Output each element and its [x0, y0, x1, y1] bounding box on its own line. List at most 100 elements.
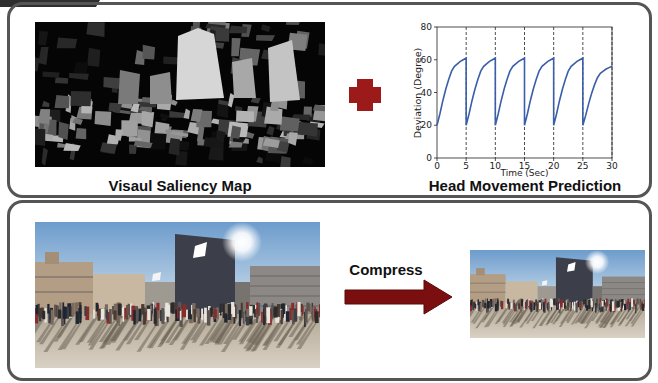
tick [434, 59, 437, 60]
saliency-cell [216, 130, 226, 143]
saliency-cell [263, 138, 280, 148]
saliency-cells [35, 22, 325, 167]
saliency-cell [236, 110, 254, 122]
caption: Head Movement Prediction [429, 178, 622, 194]
saliency-cell [42, 147, 48, 165]
saliency-cell [256, 35, 275, 41]
saliency-cell [228, 93, 235, 108]
saliency-cell [142, 111, 155, 127]
tick-label: 30 [606, 161, 617, 171]
plot-frame [437, 27, 612, 158]
saliency-cell [35, 56, 40, 71]
saliency-cell [43, 72, 60, 78]
saliency-cell [73, 118, 83, 125]
saliency-cell [86, 22, 104, 37]
saliency-cell [280, 156, 291, 167]
tick-label: 5 [463, 161, 469, 171]
saliency-bright [176, 28, 224, 100]
saliency-cell [313, 104, 325, 111]
saliency-cell [280, 116, 300, 131]
tick-label: 10 [490, 161, 501, 171]
saliency-cell [229, 26, 248, 34]
tick-label: 0 [434, 161, 440, 171]
panorama [17, 222, 322, 368]
saliency-cell [217, 104, 229, 118]
saliency-cell [115, 129, 123, 141]
saliency-cell [103, 77, 120, 89]
caption: Visaul Saliency Map [108, 178, 251, 194]
saliency-cell [57, 38, 78, 49]
saliency-cell [69, 73, 89, 80]
panorama-image [17, 222, 322, 368]
saliency-cell [197, 125, 205, 143]
saliency-cell [261, 24, 271, 32]
saliency-cell [95, 111, 112, 126]
saliency-cell [313, 105, 325, 122]
tick [466, 158, 467, 161]
tick-label: 40 [421, 88, 432, 98]
tick [434, 27, 437, 28]
tick [495, 158, 496, 161]
saliency-cell [108, 103, 121, 114]
saliency-cell [143, 45, 156, 60]
saliency-cell [42, 101, 50, 107]
tick [437, 158, 438, 161]
tick [553, 158, 554, 161]
saliency-cell [87, 48, 100, 67]
saliency-cell [231, 38, 240, 56]
saliency-cell [299, 122, 318, 137]
saliency-cell [318, 43, 325, 56]
tick [582, 158, 583, 161]
saliency-cell [76, 128, 87, 139]
saliency-cell [159, 113, 169, 119]
saliency-cell [39, 47, 49, 65]
tick-marks [434, 27, 612, 161]
tick [524, 158, 525, 161]
saliency-bright [150, 72, 172, 104]
saliency-cell [288, 132, 298, 146]
tick-label: 20 [421, 120, 432, 130]
saliency-bright [118, 70, 140, 104]
saliency-cell [38, 31, 48, 45]
saliency-cell [70, 91, 91, 106]
plus-bar [357, 79, 373, 111]
saliency-cell [55, 77, 68, 83]
saliency-cell [171, 100, 178, 106]
tick-label: 80 [421, 22, 432, 32]
top-panel [9, 4, 651, 197]
saliency-cell [35, 128, 45, 146]
saliency-map [35, 22, 325, 167]
saliency-cell [55, 95, 70, 108]
image-caption-group: Visaul Saliency Map [30, 22, 330, 194]
saliency-ground [35, 22, 325, 167]
tick [434, 92, 437, 93]
saliency-cell [58, 122, 69, 140]
tick [612, 158, 613, 161]
compressed-image [459, 250, 646, 338]
saliency-cell [63, 143, 80, 151]
saliency-bright [268, 40, 300, 102]
saliency-cell [229, 142, 243, 148]
saliency-cell [286, 22, 300, 25]
saliency-cell [184, 108, 191, 119]
axis-title: Time (Sec) [500, 168, 548, 178]
saliency-cell [243, 138, 249, 144]
saliency-cell [256, 157, 263, 164]
saliency-bright [232, 58, 256, 98]
saliency-cell [191, 109, 203, 122]
saliency-cell [134, 141, 153, 149]
tick-label: 0 [426, 153, 432, 163]
tick [434, 158, 437, 159]
tick-label: 25 [577, 161, 588, 171]
saliency-cell [38, 109, 50, 125]
saliency-cell [131, 104, 140, 113]
tick-label: 60 [421, 55, 432, 65]
arrow-label: Compress [349, 262, 422, 278]
saliency-cell [251, 98, 261, 104]
saliency-cell [169, 138, 181, 156]
saliency-cell [129, 145, 137, 154]
saliency-cell [266, 126, 274, 136]
plus-sign [349, 79, 381, 111]
saliency-cell [74, 62, 88, 73]
